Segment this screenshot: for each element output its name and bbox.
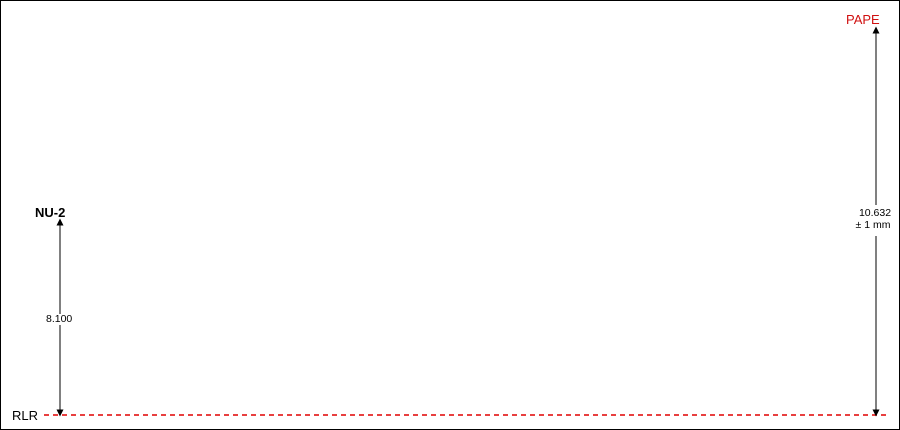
- reference-label: RLR: [12, 408, 39, 423]
- right-point-label: PAPE: [846, 12, 880, 27]
- right-measurement-value: 10.632: [858, 207, 892, 219]
- left-point-label: NU-2: [35, 205, 66, 220]
- right-measurement-block: 10.632 ± 1 mm: [848, 208, 900, 230]
- left-measurement-value: 8.100: [46, 313, 73, 325]
- right-measurement-tolerance: ± 1 mm: [855, 218, 891, 231]
